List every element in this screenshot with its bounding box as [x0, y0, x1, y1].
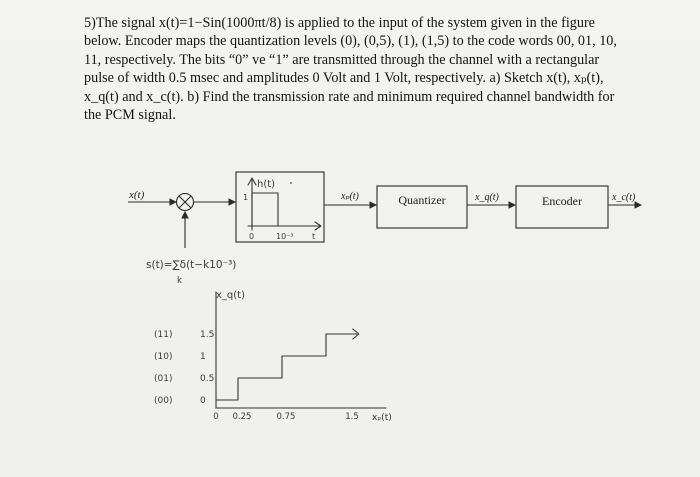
level-label: 1: [200, 352, 206, 362]
level-label: 0: [200, 396, 206, 406]
level-label: 1.5: [200, 330, 214, 340]
x-tick-label: 0.25: [233, 412, 252, 422]
filter-impulse-response: [247, 177, 322, 231]
sampled-signal-label: xₚ(t): [340, 191, 360, 202]
problem-line: pulse of width 0.5 msec and amplitudes 0…: [84, 70, 604, 87]
x-tick-label: 0: [213, 412, 218, 422]
output-label: x_c(t): [611, 192, 636, 203]
code-label: (00): [154, 396, 172, 406]
impulse-train-label: s(t)=∑δ(t−k10⁻³): [146, 259, 236, 271]
encoder-label: Encoder: [542, 194, 582, 208]
quantizer-label: Quantizer: [398, 193, 445, 207]
problem-statement: 5)The signal x(t)=1−Sin(1000πt/8) is app…: [84, 14, 640, 124]
speck: [290, 182, 292, 184]
filter-amplitude-mark: 1: [243, 193, 248, 202]
quantizer-characteristic-plot: x_q(t) xₚ(t) 1.5 (11) 1 (10) 0.5 (01) 0 (00) 0 0.…: [154, 290, 392, 423]
problem-line: 5)The signal x(t)=1−Sin(1000πt/8) is app…: [84, 15, 595, 31]
filter-tick-zero: 0: [249, 232, 254, 241]
code-label: (11): [154, 330, 172, 340]
problem-line: below. Encoder maps the quantization lev…: [84, 33, 617, 50]
filter-label: h(t): [257, 179, 275, 190]
x-tick-label: 1.5: [345, 412, 359, 422]
level-label: 0.5: [200, 374, 214, 384]
quantized-signal-label: x_q(t): [474, 192, 500, 203]
problem-line: the PCM signal.: [84, 107, 176, 124]
problem-line: 11, respectively. The bits “0” ve “1” ar…: [84, 51, 600, 68]
encoder-block: [515, 185, 609, 229]
staircase-arrow: [352, 328, 360, 340]
filter-tick-end: 10⁻³: [276, 232, 294, 241]
problem-line: x_q(t) and x_c(t). b) Find the transmiss…: [84, 88, 615, 105]
input-label: x(t): [128, 189, 145, 201]
code-label: (10): [154, 352, 172, 362]
filter-block: [235, 171, 325, 243]
quantizer-block: [376, 185, 468, 229]
code-label: (01): [154, 374, 172, 384]
x-tick-label: 0.75: [277, 412, 296, 422]
y-axis-label: x_q(t): [216, 290, 245, 301]
x-axis-label: xₚ(t): [372, 413, 392, 423]
staircase-line: [215, 333, 358, 401]
multiplier-icon: [175, 192, 195, 212]
filter-axis-t: t: [312, 232, 315, 241]
impulse-train-index: k: [177, 276, 182, 286]
